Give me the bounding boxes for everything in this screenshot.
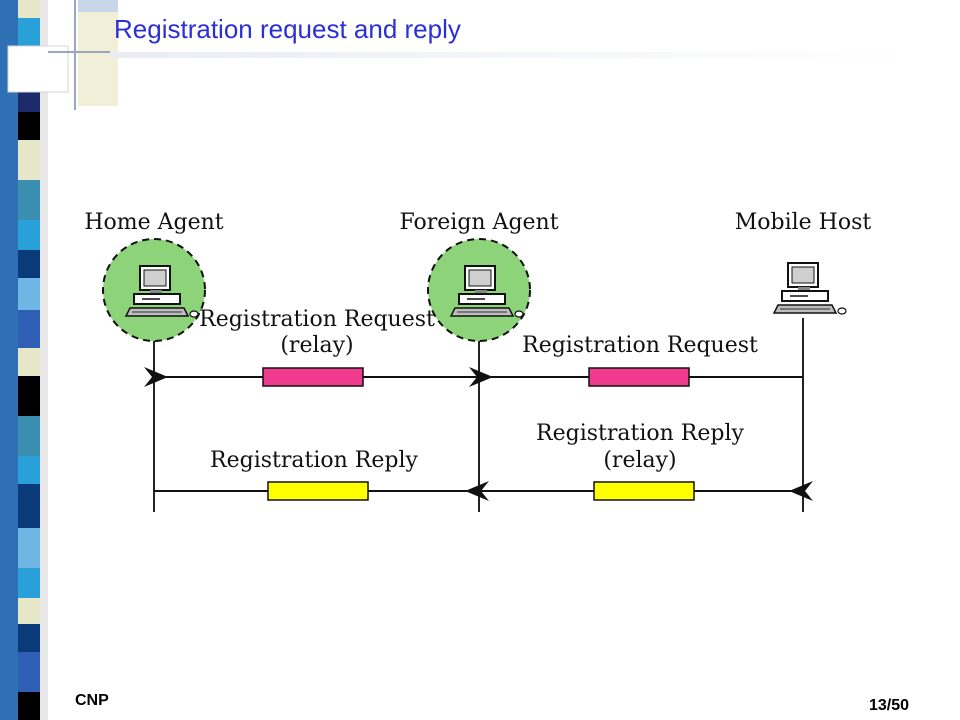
home-agent-node xyxy=(102,238,206,342)
page-number: 13/50 xyxy=(869,697,910,714)
request-packet xyxy=(588,367,690,387)
reply-packet xyxy=(267,481,369,501)
request-relay-label-line1: Registration Request xyxy=(199,307,435,332)
registration-request-message: Registration Request xyxy=(469,333,803,387)
registration-reply-message: Registration Reply xyxy=(154,448,489,501)
title-decoration xyxy=(7,0,910,110)
registration-request-relay-message: Registration Request (relay) xyxy=(144,307,479,387)
foreign-agent-node xyxy=(427,238,531,342)
request-label: Registration Request xyxy=(522,333,758,358)
reply-label: Registration Reply xyxy=(210,448,418,473)
reply-relay-label-line1: Registration Reply xyxy=(536,421,744,446)
footer-course-label: CNP xyxy=(75,692,109,709)
page-title: Registration request and reply xyxy=(114,14,461,44)
computer-icon xyxy=(773,262,847,315)
reply-relay-packet xyxy=(593,481,695,501)
foreign-agent-label: Foreign Agent xyxy=(399,210,558,235)
request-relay-packet xyxy=(262,367,364,387)
decorative-side-bar xyxy=(0,0,48,720)
home-agent-label: Home Agent xyxy=(84,210,223,235)
request-relay-label-line2: (relay) xyxy=(280,333,353,358)
reply-relay-label-line2: (relay) xyxy=(603,448,676,473)
mobile-host-label: Mobile Host xyxy=(735,210,872,235)
registration-reply-relay-message: Registration Reply (relay) xyxy=(479,421,813,501)
mobile-host-node xyxy=(773,262,847,315)
